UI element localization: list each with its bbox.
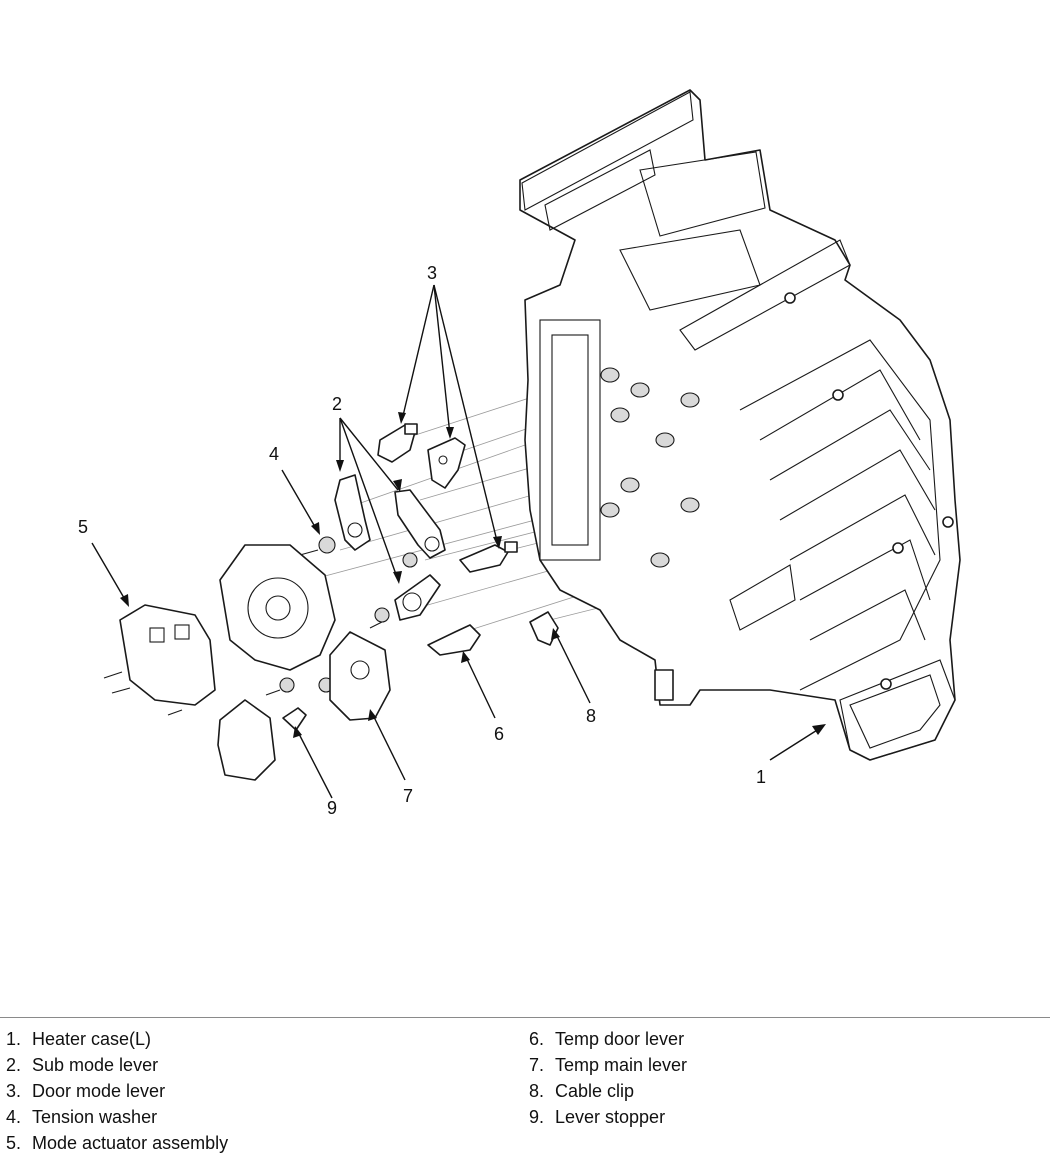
legend-left-column: 1.Heater case(L) 2.Sub mode lever 3.Door… [6, 1026, 228, 1156]
leader-arrowheads [120, 412, 826, 738]
legend-divider [0, 1017, 1050, 1018]
callout-1: 1 [756, 767, 766, 787]
callout-7: 7 [403, 786, 413, 806]
door-mode-lever-upper-left [377, 423, 418, 463]
callout-9: 9 [327, 798, 337, 818]
legend-right-column: 6.Temp door lever 7.Temp main lever 8.Ca… [529, 1026, 687, 1130]
heater-case [519, 89, 961, 761]
lever-stopper [282, 707, 307, 731]
legend-item-4: 4.Tension washer [6, 1107, 158, 1127]
mode-actuator-assembly [119, 604, 216, 706]
temp-door-lever [427, 624, 481, 656]
leader-lines [91, 284, 823, 799]
legend-item-7: 7.Temp main lever [529, 1055, 688, 1075]
door-mode-lever-upper-right [427, 437, 466, 489]
legend-item-8: 8.Cable clip [529, 1081, 635, 1101]
legend-item-6: 6.Temp door lever [529, 1029, 685, 1049]
lever-bracket [217, 699, 276, 781]
legend-item-1: 1.Heater case(L) [6, 1029, 152, 1049]
temp-main-lever [329, 631, 391, 721]
legend-item-2: 2.Sub mode lever [6, 1055, 159, 1075]
callout-5: 5 [78, 517, 88, 537]
sub-mode-lever-left [334, 474, 371, 551]
callout-8: 8 [586, 706, 596, 726]
callout-4: 4 [269, 444, 279, 464]
callout-3: 3 [427, 263, 437, 283]
mode-actuator-plate [219, 544, 336, 671]
callout-6: 6 [494, 724, 504, 744]
cable-clip [529, 611, 559, 646]
tension-washers [279, 536, 418, 693]
legend-item-3: 3.Door mode lever [6, 1081, 166, 1101]
sub-mode-lever-right [394, 489, 446, 559]
sub-mode-lever-lower [394, 574, 441, 621]
callout-2: 2 [332, 394, 342, 414]
screws [103, 549, 383, 716]
door-mode-lever-lower [459, 541, 518, 573]
legend-item-9: 9.Lever stopper [529, 1107, 666, 1127]
callout-labels: 1 2 3 4 5 6 7 8 9 [78, 263, 766, 818]
legend-item-5: 5.Mode actuator assembly [6, 1133, 229, 1153]
exploded-parts-diagram: 1 2 3 4 5 6 7 8 9 [78, 89, 961, 818]
